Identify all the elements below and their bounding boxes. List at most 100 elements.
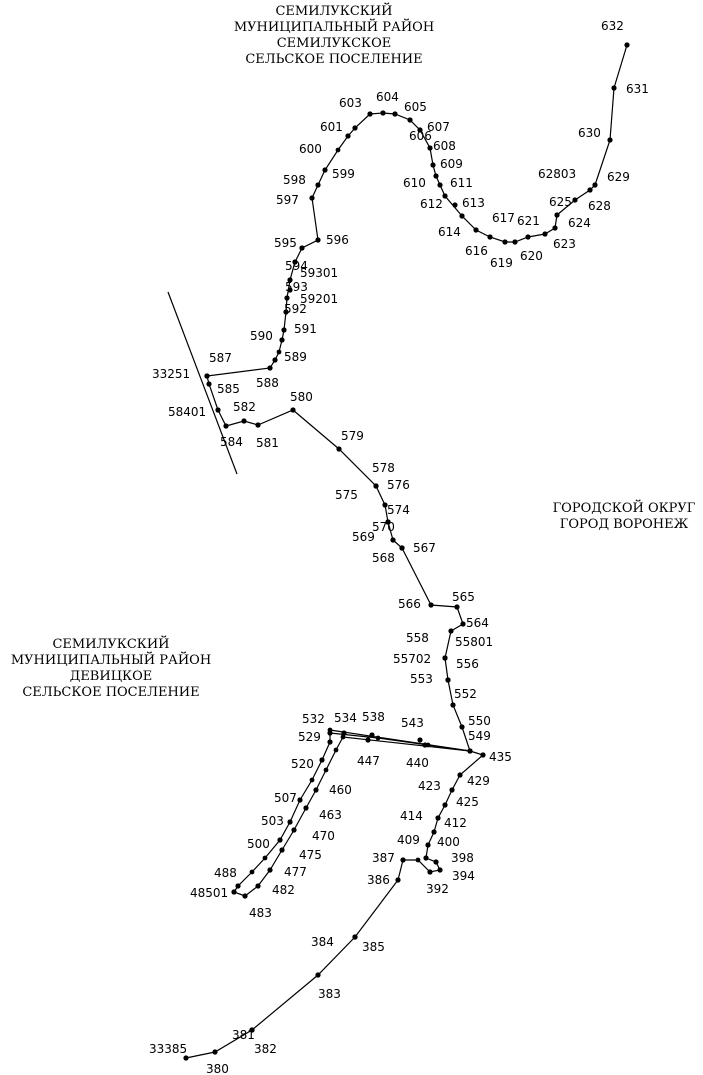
title-right-line-2: ГОРОД ВОРОНЕЖ: [560, 517, 689, 532]
point-label-387: 387: [372, 851, 395, 865]
vertex-marker: [352, 934, 358, 940]
point-label-589: 589: [284, 350, 307, 364]
point-label-581: 581: [256, 436, 279, 450]
vertex-marker: [267, 867, 273, 873]
point-label-570: 570: [372, 520, 395, 534]
point-label-400: 400: [437, 835, 460, 849]
point-label-568: 568: [372, 551, 395, 565]
point-label-604: 604: [376, 90, 399, 104]
vertex-marker: [442, 802, 448, 808]
point-label-624: 624: [568, 216, 591, 230]
vertex-marker: [428, 602, 434, 608]
point-label-59301: 59301: [300, 266, 338, 280]
vertex-marker: [552, 225, 558, 231]
point-label-380: 380: [206, 1062, 229, 1075]
vertex-marker: [297, 797, 303, 803]
vertex-marker: [309, 195, 315, 201]
point-label-392: 392: [426, 882, 449, 896]
point-label-591: 591: [294, 322, 317, 336]
point-label-630: 630: [578, 126, 601, 140]
vertex-marker: [262, 855, 268, 861]
vertex-marker: [430, 162, 436, 168]
point-label-565: 565: [452, 590, 475, 604]
vertex-marker: [287, 819, 293, 825]
point-label-569: 569: [352, 530, 375, 544]
point-label-55801: 55801: [455, 635, 493, 649]
vertex-marker: [624, 42, 630, 48]
point-label-384: 384: [311, 935, 334, 949]
vertex-marker: [291, 827, 297, 833]
point-label-556: 556: [456, 657, 479, 671]
vertex-marker: [425, 742, 431, 748]
vertex-marker: [249, 869, 255, 875]
vertex-marker: [249, 1027, 255, 1033]
vertex-marker: [315, 182, 321, 188]
vertex-marker: [427, 869, 433, 875]
point-label-599: 599: [332, 167, 355, 181]
point-label-595: 595: [274, 236, 297, 250]
point-label-564: 564: [466, 616, 489, 630]
vertex-marker: [292, 259, 298, 265]
point-label-611: 611: [450, 176, 473, 190]
point-label-483: 483: [249, 906, 272, 920]
vertex-marker: [448, 628, 454, 634]
point-label-593: 593: [285, 280, 308, 294]
point-marker-543: [417, 737, 423, 743]
vertex-marker: [385, 519, 391, 525]
side-boundary-line: [167, 291, 238, 475]
vertex-marker: [611, 85, 617, 91]
point-label-601: 601: [320, 120, 343, 134]
point-label-538: 538: [362, 710, 385, 724]
vertex-marker: [335, 147, 341, 153]
point-label-385: 385: [362, 940, 385, 954]
point-label-596: 596: [326, 233, 349, 247]
vertex-marker: [212, 1049, 218, 1055]
point-label-55702: 55702: [393, 652, 431, 666]
point-label-58401: 58401: [168, 405, 206, 419]
point-label-488: 488: [214, 866, 237, 880]
point-label-579: 579: [341, 429, 364, 443]
point-label-616: 616: [465, 244, 488, 258]
point-label-606: 606: [409, 129, 432, 143]
point-label-632: 632: [601, 19, 624, 33]
point-label-386: 386: [367, 873, 390, 887]
point-label-609: 609: [440, 157, 463, 171]
point-label-429: 429: [467, 774, 490, 788]
point-label-477: 477: [284, 865, 307, 879]
vertex-marker: [272, 357, 278, 363]
point-label-628: 628: [588, 199, 611, 213]
point-label-607: 607: [427, 120, 450, 134]
vertex-marker: [281, 327, 287, 333]
point-label-587: 587: [209, 351, 232, 365]
point-label-409: 409: [397, 833, 420, 847]
vertex-marker: [235, 883, 241, 889]
vertex-marker: [299, 245, 305, 251]
title-left-line-3: ДЕВИЦКОЕ: [70, 669, 153, 684]
point-label-59201: 59201: [300, 292, 338, 306]
point-label-580: 580: [290, 390, 313, 404]
point-label-623: 623: [553, 237, 576, 251]
point-label-553: 553: [410, 672, 433, 686]
vertex-marker: [315, 972, 321, 978]
vertex-marker: [392, 111, 398, 117]
title-left: СЕМИЛУКСКИЙ МУНИЦИПАЛЬНЫЙ РАЙОН ДЕВИЦКОЕ…: [11, 635, 211, 700]
vertex-marker: [417, 127, 423, 133]
point-label-612: 612: [420, 197, 443, 211]
point-label-592: 592: [284, 302, 307, 316]
vertex-marker: [290, 407, 296, 413]
vertex-marker: [322, 167, 328, 173]
point-label-567: 567: [413, 541, 436, 555]
point-label-529: 529: [298, 730, 321, 744]
vertex-marker: [183, 1055, 189, 1061]
point-label-597: 597: [276, 193, 299, 207]
point-label-532: 532: [302, 712, 325, 726]
vertex-marker: [390, 537, 396, 543]
vertex-marker: [437, 867, 443, 873]
point-marker-534: [341, 730, 347, 736]
vertex-marker: [592, 182, 598, 188]
point-label-382: 382: [254, 1042, 277, 1056]
point-label-600: 600: [299, 142, 322, 156]
vertex-marker: [242, 893, 248, 899]
point-label-475: 475: [299, 848, 322, 862]
